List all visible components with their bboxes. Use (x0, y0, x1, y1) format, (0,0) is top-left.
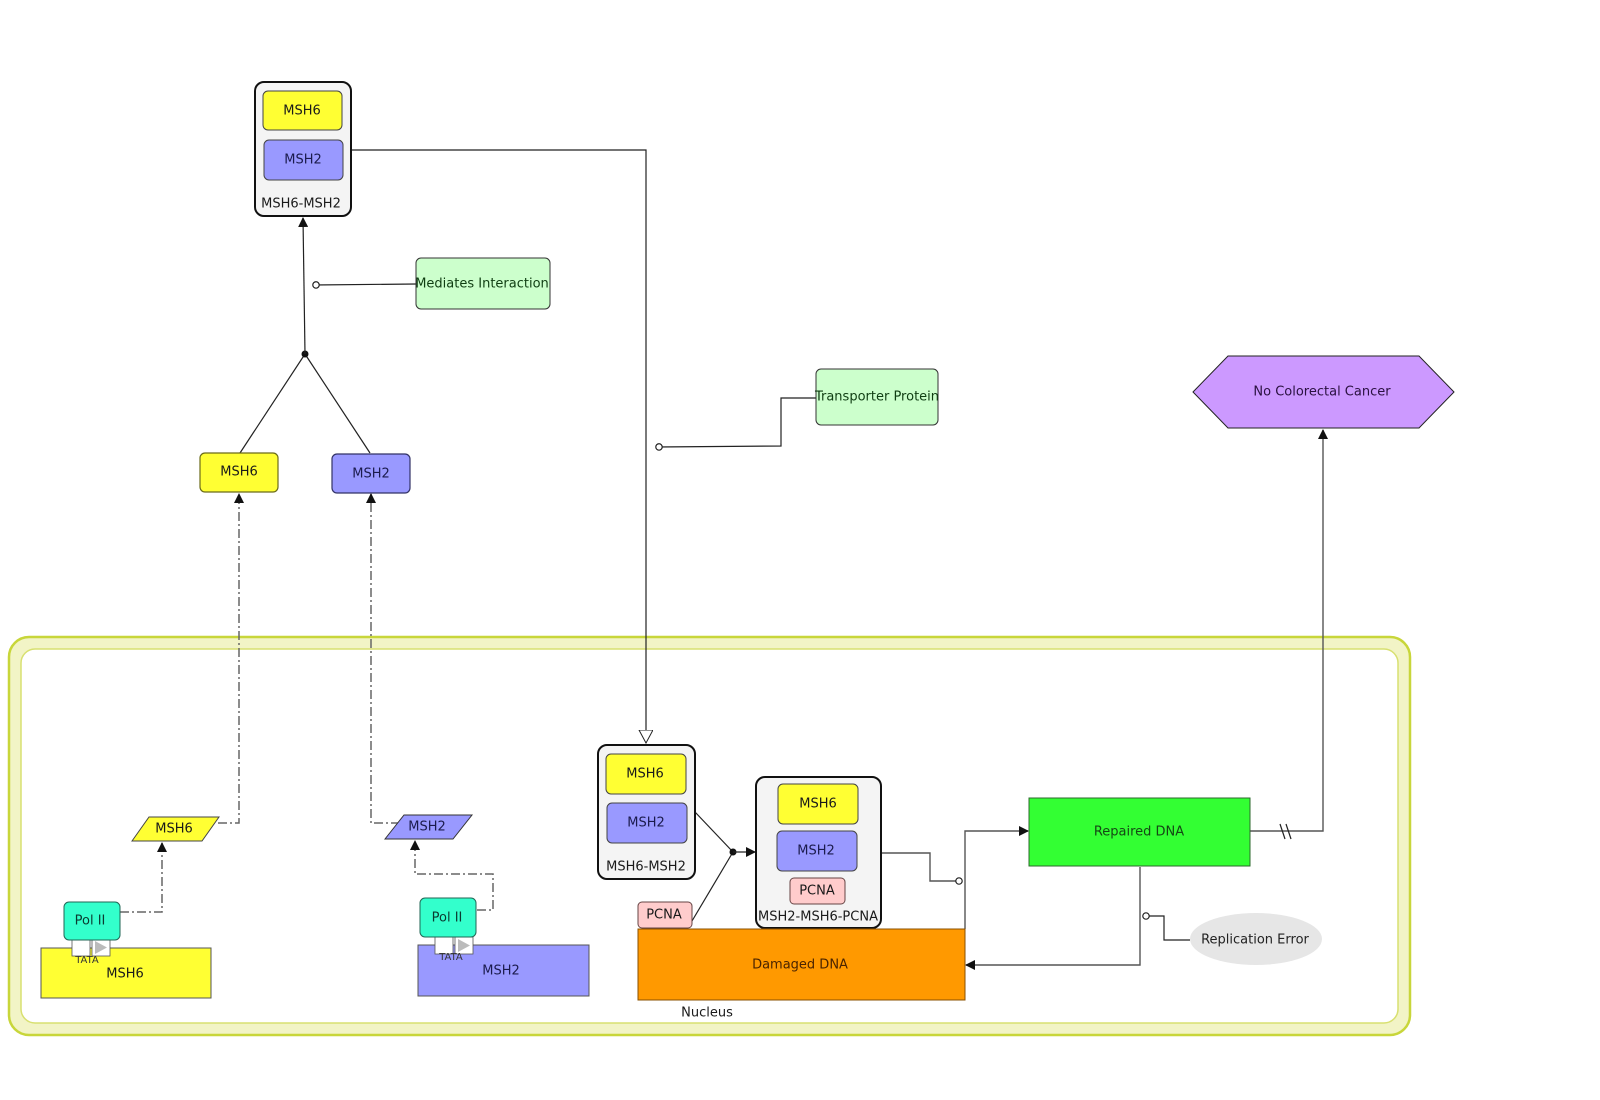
complex-label: MSH6-MSH2 (261, 197, 341, 212)
nucleus-label: Nucleus (681, 1006, 733, 1021)
svg-text:MSH2: MSH2 (284, 153, 322, 168)
svg-text:No Colorectal Cancer: No Colorectal Cancer (1253, 385, 1391, 400)
svg-text:Replication Error: Replication Error (1201, 933, 1309, 948)
edge-replication-error-catalysis[interactable] (1142, 912, 1190, 941)
svg-text:MSH6: MSH6 (799, 797, 837, 812)
svg-text:MSH6: MSH6 (220, 465, 258, 480)
phenotype-transporter-protein[interactable]: Transporter Protein (814, 368, 939, 426)
svg-text:Pol II: Pol II (432, 911, 463, 926)
complex-member-msh6[interactable]: MSH6 (605, 753, 687, 795)
edge-pcna-complex-catalysis[interactable] (882, 852, 963, 885)
svg-text:Repaired DNA: Repaired DNA (1094, 825, 1184, 840)
complex-member-msh2[interactable]: MSH2 (263, 139, 344, 181)
svg-text:MSH2: MSH2 (482, 964, 520, 979)
svg-text:PCNA: PCNA (799, 884, 835, 899)
svg-text:TATA: TATA (74, 955, 99, 966)
edge-binding-pcna[interactable] (691, 811, 756, 922)
svg-text:MSH2: MSH2 (408, 820, 446, 835)
edge-mediates-interaction[interactable] (312, 281, 417, 289)
svg-text:PCNA: PCNA (646, 908, 682, 923)
protein-pcna[interactable]: PCNA (637, 901, 693, 929)
svg-text:MSH2: MSH2 (797, 844, 835, 859)
tss-arrow-icon (458, 939, 470, 952)
edge-transcription-msh2[interactable] (410, 840, 494, 911)
outcome-no-colorectal-cancer[interactable]: No Colorectal Cancer (1192, 355, 1455, 429)
edge-translation-msh6[interactable] (218, 493, 244, 824)
edge-binding-top[interactable] (239, 217, 371, 454)
mrna-msh2[interactable]: MSH2 (383, 814, 474, 840)
svg-text:MSH6: MSH6 (155, 822, 193, 837)
complex-label: MSH6-MSH2 (606, 860, 686, 875)
complex-label: MSH2-MSH6-PCNA (758, 910, 878, 925)
edge-break-marker (1279, 823, 1292, 840)
phenotype-mediates-interaction[interactable]: Mediates Interaction (415, 257, 551, 310)
edge-translation-msh2[interactable] (366, 493, 400, 824)
replication-error[interactable]: Replication Error (1190, 913, 1322, 965)
tss-arrow-icon (95, 941, 107, 954)
edge-damaged-to-repaired[interactable] (964, 826, 1029, 929)
edge-transcription-msh6[interactable] (120, 842, 167, 913)
edge-leads-to-outcome[interactable] (1250, 429, 1328, 832)
protein-msh6[interactable]: MSH6 (199, 452, 279, 493)
svg-text:MSH6: MSH6 (283, 104, 321, 119)
svg-text:MSH2: MSH2 (352, 467, 390, 482)
complex-msh6-msh2-nuclear[interactable]: MSH6 MSH2 MSH6-MSH2 (597, 744, 696, 880)
complex-member-msh6[interactable]: MSH6 (262, 90, 343, 131)
svg-text:Transporter Protein: Transporter Protein (814, 390, 939, 405)
repaired-dna[interactable]: Repaired DNA (1028, 797, 1251, 867)
edge-transporter-catalysis[interactable] (655, 397, 816, 451)
edge-translocation[interactable] (352, 149, 646, 743)
complex-member-msh2[interactable]: MSH2 (606, 802, 688, 844)
damaged-dna[interactable]: Damaged DNA (637, 928, 966, 1001)
gene-msh6[interactable]: MSH6 (40, 947, 212, 999)
svg-text:Pol II: Pol II (75, 914, 106, 929)
svg-text:Mediates Interaction: Mediates Interaction (415, 277, 549, 292)
nucleus-compartment[interactable]: Nucleus (7, 635, 1412, 1037)
svg-text:Damaged DNA: Damaged DNA (752, 958, 848, 973)
complex-member-pcna[interactable]: PCNA (789, 877, 846, 905)
mrna-msh6[interactable]: MSH6 (131, 816, 220, 842)
svg-text:MSH6: MSH6 (626, 767, 664, 782)
svg-text:TATA: TATA (438, 952, 463, 963)
rna-polymerase-right[interactable]: Pol II (419, 897, 477, 938)
complex-msh2-msh6-pcna[interactable]: MSH6 MSH2 PCNA MSH2-MSH6-PCNA (755, 776, 882, 929)
complex-msh6-msh2-top[interactable]: MSH6 MSH2 MSH6-MSH2 (254, 81, 352, 217)
svg-text:MSH6: MSH6 (106, 967, 144, 982)
rna-polymerase-left[interactable]: Pol II (63, 901, 121, 941)
edge-repaired-to-damaged[interactable] (965, 867, 1141, 970)
complex-member-msh2[interactable]: MSH2 (776, 830, 858, 872)
complex-member-msh6[interactable]: MSH6 (777, 783, 859, 825)
svg-text:MSH2: MSH2 (627, 816, 665, 831)
protein-msh2[interactable]: MSH2 (331, 453, 411, 494)
